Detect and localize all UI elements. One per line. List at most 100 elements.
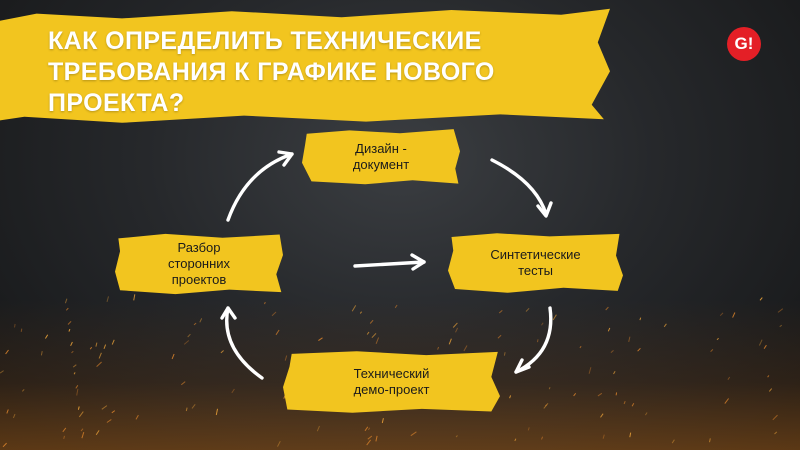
- gameguru-logo-icon: G!: [727, 27, 761, 61]
- spark: [101, 405, 108, 410]
- spark: [44, 334, 49, 339]
- spark: [541, 322, 544, 326]
- spark: [605, 306, 609, 311]
- spark: [364, 426, 369, 432]
- spark: [76, 388, 79, 396]
- spark: [525, 307, 530, 312]
- spark: [185, 407, 188, 412]
- arrow-review-to-synth: [353, 253, 426, 271]
- spark: [631, 402, 635, 407]
- spark: [2, 442, 7, 448]
- spark: [573, 392, 577, 397]
- spark: [98, 352, 102, 359]
- spark: [498, 310, 503, 314]
- spark: [106, 419, 112, 423]
- spark: [607, 327, 611, 332]
- spark: [452, 322, 458, 328]
- spark: [514, 438, 517, 442]
- spark: [359, 311, 363, 314]
- spark: [80, 428, 84, 432]
- spark: [0, 370, 4, 374]
- spark: [375, 337, 380, 344]
- spark: [111, 339, 115, 345]
- spark: [367, 435, 373, 440]
- spark: [552, 314, 557, 321]
- spark: [509, 395, 512, 399]
- spark: [275, 329, 280, 336]
- spark: [67, 320, 72, 325]
- node-synthetic-tests: Синтетические тесты: [448, 232, 623, 294]
- brush-stroke: [115, 233, 283, 295]
- spark: [271, 311, 277, 317]
- spark: [73, 372, 76, 375]
- spark: [644, 412, 648, 416]
- spark: [367, 427, 371, 431]
- node-label: Технический демо-проект: [353, 366, 430, 397]
- spark: [78, 411, 84, 418]
- spark: [369, 319, 374, 324]
- spark: [719, 312, 724, 317]
- spark: [727, 376, 731, 380]
- spark: [231, 388, 235, 394]
- spark: [639, 317, 642, 321]
- spark: [768, 388, 773, 392]
- spark: [597, 392, 603, 397]
- spark: [40, 351, 43, 356]
- spark: [68, 328, 71, 332]
- spark: [758, 339, 763, 346]
- spark: [64, 298, 68, 304]
- spark: [5, 349, 9, 355]
- spark: [759, 297, 763, 301]
- spark: [628, 336, 631, 343]
- spark: [14, 323, 16, 328]
- spark: [629, 432, 632, 438]
- spark: [71, 350, 74, 354]
- node-tech-demo: Технический демо-проект: [283, 350, 500, 414]
- spark: [199, 318, 203, 323]
- spark: [65, 307, 69, 311]
- spark: [106, 296, 109, 303]
- spark: [96, 361, 102, 367]
- spark: [381, 418, 384, 424]
- spark: [548, 387, 551, 390]
- node-label: Синтетические тесты: [490, 247, 581, 278]
- spark: [455, 435, 458, 438]
- spark: [394, 304, 398, 309]
- arrow-design-to-synth: [490, 158, 553, 218]
- spark: [103, 344, 107, 349]
- spark: [111, 410, 116, 414]
- spark: [610, 350, 614, 353]
- title-brush-stroke: [0, 8, 610, 123]
- spark: [12, 413, 16, 419]
- spark: [318, 337, 323, 342]
- spark: [21, 389, 25, 392]
- spark: [410, 431, 417, 437]
- spark: [135, 414, 139, 420]
- spark: [663, 323, 667, 328]
- spark: [62, 427, 67, 433]
- arrow-review-to-design: [226, 150, 294, 222]
- node-label: Дизайн - документ: [352, 141, 410, 172]
- spark: [724, 398, 730, 404]
- spark: [497, 334, 502, 339]
- spark: [89, 346, 93, 350]
- spark: [220, 350, 224, 354]
- spark: [6, 409, 9, 414]
- spark: [284, 355, 288, 361]
- spark: [264, 301, 266, 305]
- node-design-document: Дизайн - документ: [302, 128, 460, 186]
- spark: [63, 435, 65, 440]
- spark: [81, 431, 85, 439]
- brush-stroke: [448, 233, 623, 293]
- spark: [366, 331, 370, 335]
- spark: [671, 439, 675, 444]
- spark: [75, 385, 79, 389]
- spark: [77, 406, 80, 410]
- spark: [588, 367, 592, 374]
- spark: [615, 392, 618, 396]
- spark: [709, 438, 711, 443]
- spark: [600, 413, 604, 418]
- spark: [710, 349, 714, 353]
- spark: [351, 305, 357, 312]
